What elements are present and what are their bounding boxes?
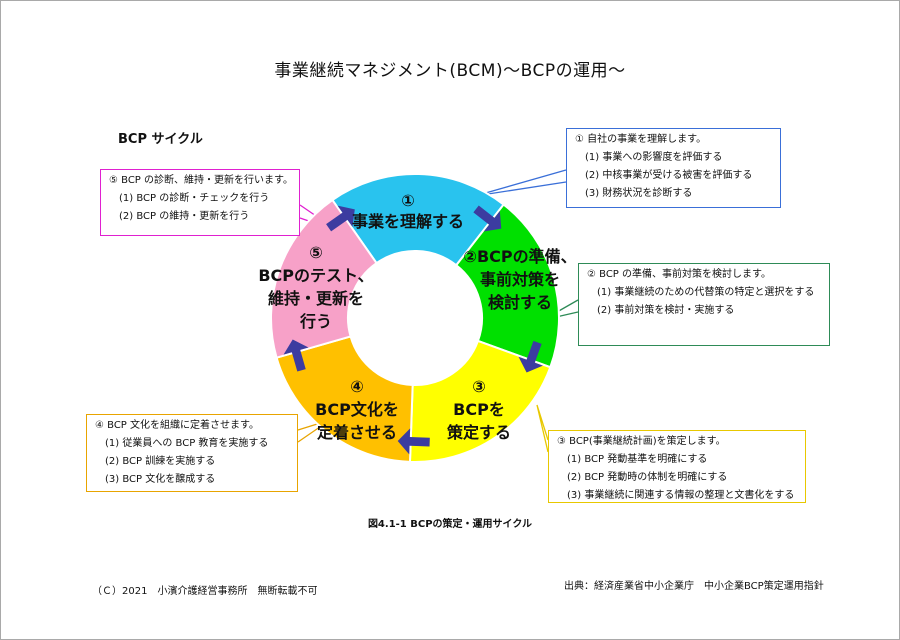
segment-3 [408,339,552,463]
segment-5-label: 維持・更新を [268,289,364,308]
box-item: (3) 財務状況を診断する [585,188,693,199]
segment-5-label: BCPのテスト、 [258,266,373,285]
box-heading: ② BCP の準備、事前対策を検討します。 [587,269,772,280]
box-heading: ④ BCP 文化を組織に定着させます。 [95,420,260,431]
cycle-arrows [283,205,543,455]
segment-5 [270,198,378,359]
segment-3-label: ③ [472,377,486,396]
segment-3-label: 策定する [446,423,511,442]
callout-pointer [474,169,567,197]
source-note: 出典：経済産業省中小企業庁 中小企業BCP策定運用指針 [564,581,824,592]
copyright-note: （Ｃ）2021 小濱介護経営事務所 無断転載不可 [92,586,318,597]
segment-5-label: 行う [299,312,332,331]
page-title: 事業継続マネジメント(BCM)～BCPの運用～ [274,61,626,81]
segment-3-label: BCPを [453,400,505,419]
box-heading: ⑤ BCP の診断、維持・更新を行います。 [109,175,294,186]
segment-2-label: ②BCPの準備、 [463,247,576,266]
box-item: (2) BCP 訓練を実施する [105,456,216,467]
box-item: (3) 事業継続に関連する情報の整理と文書化をする [567,490,795,501]
segment-4-label: 定着させる [316,423,397,442]
segment-1-label: 事業を理解する [352,212,464,231]
box-item: (2) BCP の維持・更新を行う [119,211,250,222]
box-item: (1) BCP 発動基準を明確にする [567,454,708,465]
box-item: (1) 従業員への BCP 教育を実施する [105,438,269,449]
cycle-arrow-icon [283,339,309,372]
box-heading: ① 自社の事業を理解します。 [575,134,707,145]
step5-info-box: ⑤ BCP の診断、維持・更新を行います。 (1) BCP の診断・チェックを行う… [100,169,300,236]
box-item: (2) 事前対策を検討・実施する [597,305,735,316]
segment-1 [331,173,506,267]
box-item: (2) BCP 発動時の体制を明確にする [567,472,728,483]
step4-info-box: ④ BCP 文化を組織に定着させます。 (1) 従業員への BCP 教育を実施する… [86,414,298,492]
cycle-arrow-icon [397,428,430,455]
cycle-segments [270,173,560,463]
figure-caption: 図4.1-1 BCPの策定・運用サイクル [367,519,533,530]
segment-2 [454,203,560,369]
cycle-label: BCP サイクル [118,132,203,147]
segment-2-label: 検討する [488,293,552,312]
box-item: (1) 事業継続のための代替策の特定と選択をする [597,287,815,298]
step3-info-box: ③ BCP(事業継続計画)を策定します。 (1) BCP 発動基準を明確にする (2… [548,430,806,503]
segment-1-label: ① [401,191,415,210]
box-item: (1) 事業への影響度を評価する [585,152,723,163]
segment-4 [275,335,414,463]
cycle-arrow-icon [326,205,355,232]
callout-pointer [536,404,549,453]
box-heading: ③ BCP(事業継続計画)を策定します。 [557,436,726,447]
segment-5-label: ⑤ [309,243,323,262]
step1-info-box: ① 自社の事業を理解します。 (1) 事業への影響度を評価する (2) 中核事業が受… [566,128,781,208]
segment-4-label: ④ [350,377,364,396]
segment-4-label: BCP文化を [315,400,399,419]
box-item: (3) BCP 文化を醸成する [105,474,216,485]
segment-2-label: 事前対策を [480,270,560,289]
box-item: (2) 中核事業が受ける被害を評価する [585,170,753,181]
cycle-arrow-icon [518,340,543,373]
box-item: (1) BCP の診断・チェックを行う [119,193,270,204]
cycle-arrow-icon [473,205,502,232]
step2-info-box: ② BCP の準備、事前対策を検討します。 (1) 事業継続のための代替策の特定と… [578,263,830,346]
